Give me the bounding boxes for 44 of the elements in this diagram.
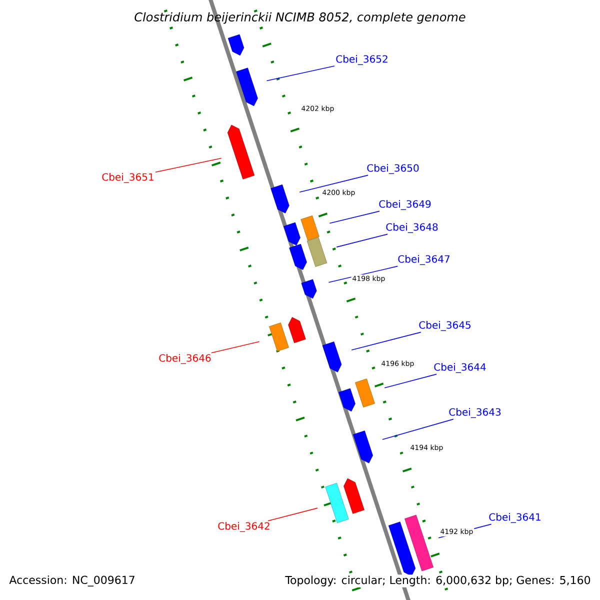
gene-label: Cbei_3644: [434, 363, 486, 373]
leader-line: [266, 66, 335, 82]
gene-feature: [322, 342, 342, 372]
gene-feature: [353, 430, 373, 464]
leader-line: [384, 374, 437, 388]
gene-feature: [236, 68, 258, 106]
gene-label: Cbei_3648: [386, 223, 438, 233]
gene-label: Cbei_3643: [449, 408, 501, 418]
gene-feature: [344, 478, 364, 514]
gene-feature: [300, 215, 320, 241]
gene-feature: [355, 378, 375, 408]
leader-line: [336, 234, 388, 248]
gene-label: Cbei_3645: [419, 321, 470, 331]
leader-line: [351, 332, 422, 350]
gene-feature: [228, 34, 244, 56]
gene-label: Cbei_3642: [218, 522, 270, 532]
leader-line: [299, 174, 368, 193]
gene-label: Cbei_3649: [379, 200, 431, 210]
gene-feature: [270, 184, 290, 214]
gene-label: Cbei_3650: [367, 164, 419, 174]
gene-feature: [388, 522, 416, 576]
leader-line: [211, 341, 260, 354]
gene-label: Cbei_3646: [159, 354, 211, 364]
leader-line: [155, 158, 222, 173]
gene-feature: [325, 482, 349, 524]
gene-feature: [269, 322, 289, 352]
gene-feature: [306, 237, 328, 267]
gene-feature: [288, 317, 306, 344]
genome-info-text: Topology: circular; Length: 6,000,632 bp; Genes: 5,160: [284, 574, 592, 588]
gene-feature: [301, 279, 317, 299]
accession-text: Accession: NC_009617: [9, 576, 134, 586]
gene-label: Cbei_3651: [102, 173, 154, 183]
leader-line: [382, 418, 454, 440]
title: Clostridium beijerinckii NCIMB 8052, complete genome: [134, 12, 466, 24]
gene-feature: [338, 388, 356, 412]
gene-label: Cbei_3647: [398, 255, 450, 265]
leader-line: [329, 210, 380, 224]
gene-feature: [404, 514, 434, 572]
gene-feature: [284, 222, 300, 246]
gene-feature: [227, 124, 255, 180]
leader-line: [268, 508, 318, 522]
gene-label: Cbei_3641: [489, 513, 540, 523]
gene-feature: [289, 244, 307, 270]
gene-label: Cbei_3652: [336, 55, 388, 65]
